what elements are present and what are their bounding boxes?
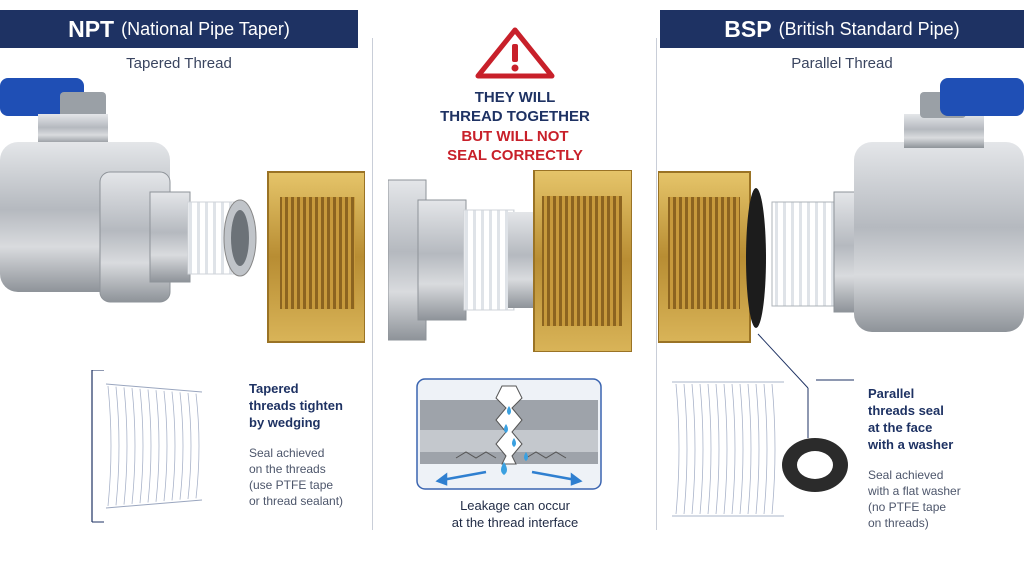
bsp-panel: BSP (British Standard Pipe) Parallel Thr… [658,0,1024,562]
bsp-valve-illustration [658,72,1024,344]
npt-callout-note: Seal achieved on the threads (use PTFE t… [249,446,344,508]
bsp-callout-strong: Parallel threads seal at the face with a… [868,386,954,452]
divider-right [656,38,657,530]
leak-diagram [416,378,602,490]
flat-washer-icon [782,438,848,492]
warning-text-line2: BUT WILL NOT SEAL CORRECTLY [447,128,583,164]
warning-text-line1: THEY WILL THREAD TOGETHER [440,89,590,125]
bsp-subtitle: Parallel Thread [791,55,893,72]
npt-tapered-thread-diagram [91,370,203,523]
bsp-full-name: (British Standard Pipe) [778,18,960,39]
bsp-callout-note: Seal achieved with a flat washer (no PTF… [868,468,961,530]
warning-panel: THEY WILL THREAD TOGETHER BUT WILL NOT S… [374,0,656,562]
bsp-parallel-thread-diagram [672,381,784,517]
water-drop-icon [501,406,528,475]
bsp-abbreviation: BSP [724,15,772,42]
divider-left [372,38,373,530]
leak-caption: Leakage can occur at the thread interfac… [451,498,579,530]
bsp-callout: Parallel threads seal at the face with a… [868,385,1018,531]
leak-arrow-icon [435,470,583,486]
warning-triangle-icon [475,27,555,79]
npt-full-name: (National Pipe Taper) [121,18,290,39]
bsp-leader-lines [757,333,854,438]
npt-panel: NPT (National Pipe Taper) Tapered Thread [0,0,372,562]
npt-title-banner: NPT (National Pipe Taper) [0,10,358,48]
mixed-fitting-illustration [388,170,632,352]
bsp-title-banner: BSP (British Standard Pipe) [660,10,1024,48]
npt-abbreviation: NPT [68,15,115,42]
npt-callout-strong: Tapered threads tighten by wedging [249,381,343,430]
npt-callout: Tapered threads tighten by wedging Seal … [249,380,364,509]
npt-subtitle: Tapered Thread [126,55,232,72]
npt-valve-illustration [0,72,365,344]
